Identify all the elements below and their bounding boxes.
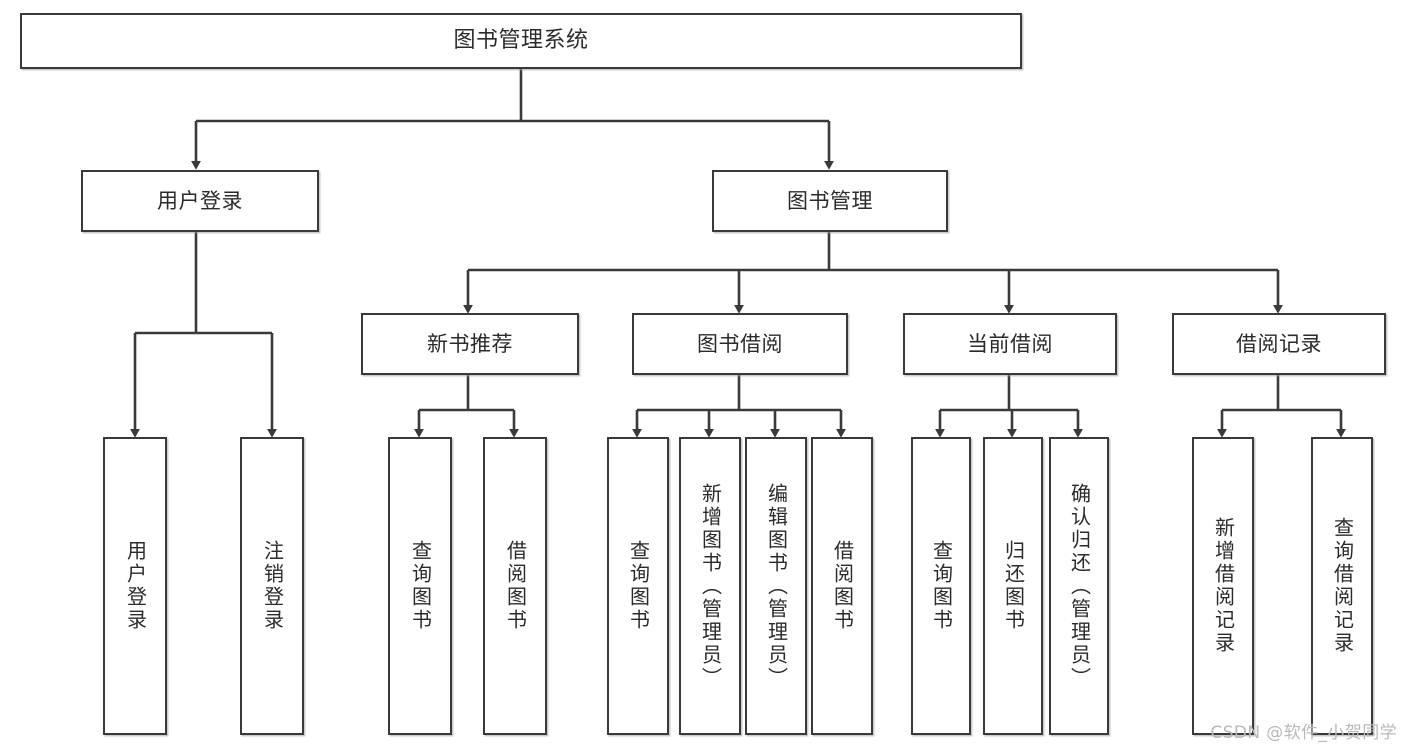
node-leaf-return-book[interactable]: 归还图书 [983,437,1043,735]
node-user-login[interactable]: 用户登录 [81,170,319,232]
node-book-borrow[interactable]: 图书借阅 [632,313,848,375]
node-leaf-add-book-label: 新增图书（管理员） [698,482,723,690]
watermark-text: CSDN @软件_小贺同学 [1210,723,1397,743]
node-current-borrow-label: 当前借阅 [967,331,1053,356]
node-current-borrow[interactable]: 当前借阅 [903,313,1117,375]
node-user-login-label: 用户登录 [157,188,243,213]
node-leaf-query-book-3[interactable]: 查询图书 [911,437,971,735]
node-root-label: 图书管理系统 [453,28,589,54]
node-leaf-query-book-2[interactable]: 查询图书 [607,437,669,735]
node-leaf-return-book-label: 归还图书 [1001,540,1026,632]
node-leaf-borrow-book-1-label: 借阅图书 [503,540,528,632]
node-leaf-query-record[interactable]: 查询借阅记录 [1311,437,1373,735]
node-leaf-user-login[interactable]: 用户登录 [103,437,167,735]
node-new-book-rec-label: 新书推荐 [427,331,513,356]
node-leaf-add-record[interactable]: 新增借阅记录 [1192,437,1254,735]
node-leaf-user-login-label: 用户登录 [123,540,148,632]
node-leaf-edit-book-label: 编辑图书（管理员） [764,482,789,690]
node-root[interactable]: 图书管理系统 [20,13,1022,69]
node-leaf-borrow-book-2[interactable]: 借阅图书 [811,437,873,735]
node-leaf-logout[interactable]: 注销登录 [240,437,304,735]
node-book-borrow-label: 图书借阅 [697,331,783,356]
node-book-manage-label: 图书管理 [787,188,873,213]
node-leaf-query-book-3-label: 查询图书 [929,540,954,632]
node-book-manage[interactable]: 图书管理 [712,170,948,232]
node-leaf-confirm-return-label: 确认归还（管理员） [1067,482,1092,690]
node-leaf-query-book-1[interactable]: 查询图书 [388,437,452,735]
node-leaf-edit-book[interactable]: 编辑图书（管理员） [745,437,807,735]
node-leaf-query-book-2-label: 查询图书 [626,540,651,632]
node-leaf-confirm-return[interactable]: 确认归还（管理员） [1049,437,1109,735]
node-leaf-query-book-1-label: 查询图书 [408,540,433,632]
node-leaf-add-book[interactable]: 新增图书（管理员） [679,437,741,735]
node-leaf-borrow-book-1[interactable]: 借阅图书 [483,437,547,735]
node-borrow-record[interactable]: 借阅记录 [1172,313,1386,375]
node-new-book-rec[interactable]: 新书推荐 [361,313,579,375]
node-borrow-record-label: 借阅记录 [1236,331,1322,356]
node-leaf-query-record-label: 查询借阅记录 [1330,517,1355,655]
node-leaf-borrow-book-2-label: 借阅图书 [830,540,855,632]
node-leaf-logout-label: 注销登录 [260,540,285,632]
node-leaf-add-record-label: 新增借阅记录 [1211,517,1236,655]
